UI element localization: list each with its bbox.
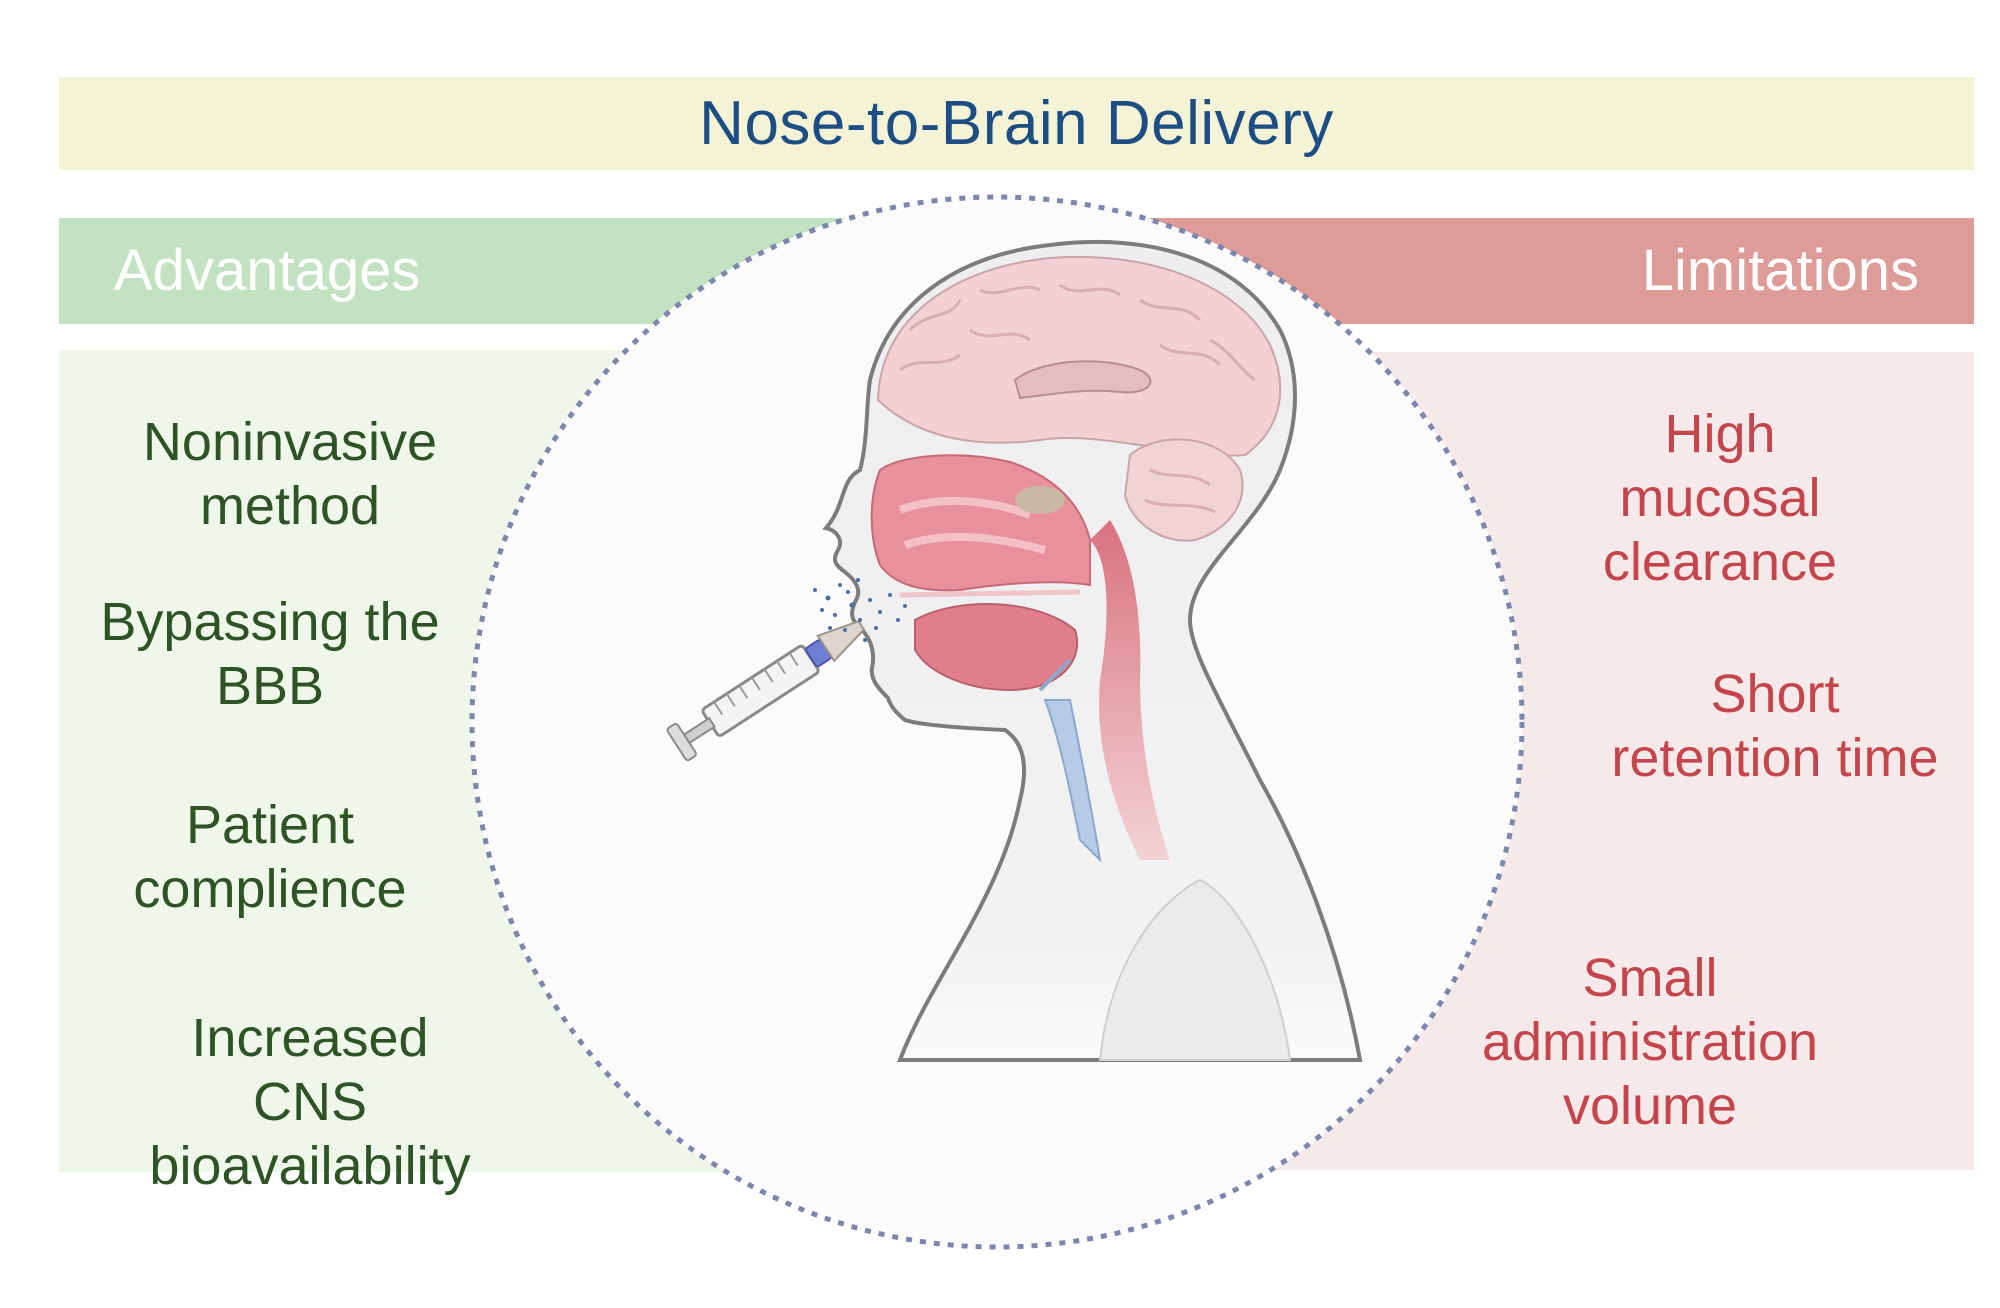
advantage-item: Patient complience bbox=[133, 795, 407, 919]
limitations-header-label: Limitations bbox=[1641, 238, 1919, 303]
brain-icon bbox=[876, 255, 1282, 542]
advantage-item: Bypassing the BBB bbox=[100, 592, 440, 716]
spray-droplets-icon bbox=[813, 578, 907, 642]
tongue bbox=[914, 602, 1079, 692]
limitation-item: Small administration volume bbox=[1481, 948, 1819, 1136]
page-title: Nose-to-Brain Delivery bbox=[699, 89, 1334, 158]
trachea bbox=[1043, 699, 1102, 863]
nasal-spray-syringe-icon bbox=[666, 620, 866, 762]
advantages-header-label: Advantages bbox=[114, 238, 421, 303]
pharynx bbox=[1090, 520, 1170, 860]
limitation-item: Short retention time bbox=[1611, 664, 1939, 788]
title-banner: Nose-to-Brain Delivery bbox=[59, 77, 1974, 170]
circle-outline bbox=[469, 194, 1525, 1250]
limitation-item: High mucosal clearance bbox=[1602, 404, 1838, 592]
advantage-item: Noninvasive method bbox=[142, 412, 438, 536]
advantage-item: Increased CNS bioavailability bbox=[149, 1008, 471, 1196]
